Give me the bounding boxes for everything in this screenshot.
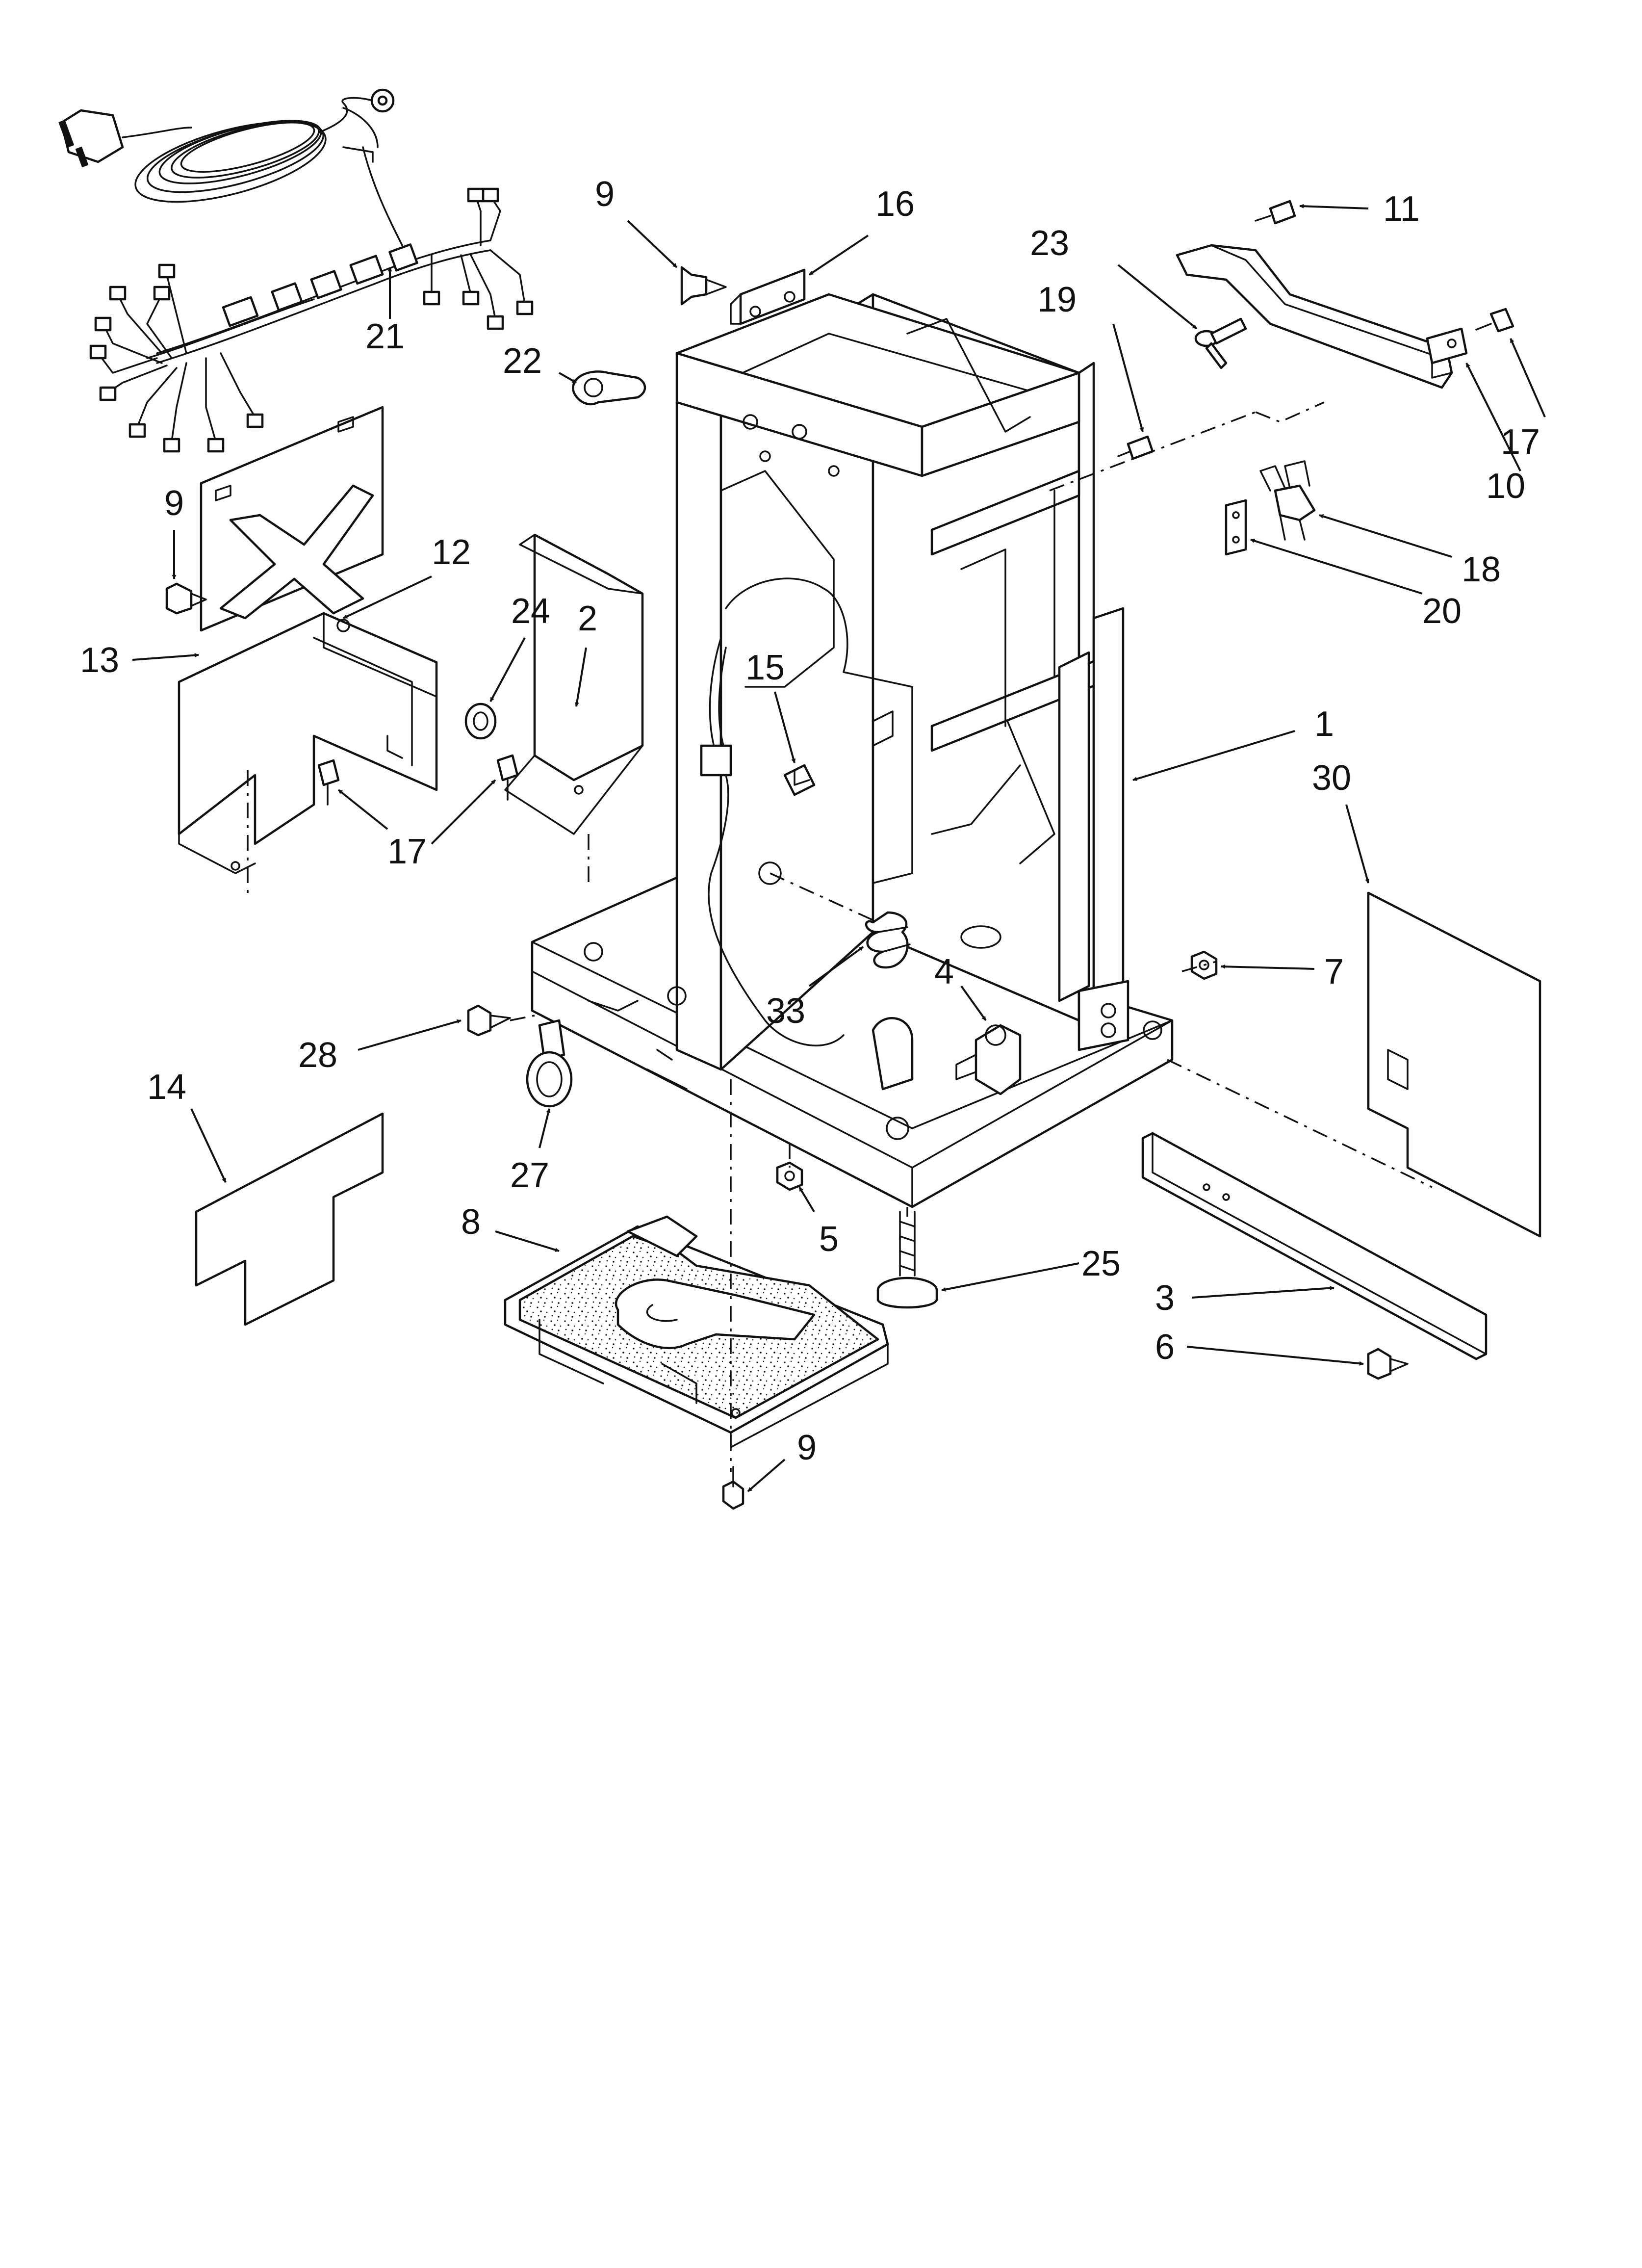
- callout-22: 22: [503, 341, 542, 381]
- callout-8: 8: [461, 1202, 481, 1242]
- callout-6: 6: [1155, 1328, 1175, 1367]
- part-24-grommet: [464, 703, 497, 740]
- callout-13: 13: [80, 641, 119, 680]
- callout-5: 5: [819, 1220, 839, 1259]
- callout-27: 27: [510, 1156, 549, 1195]
- callout-17-left: 17: [387, 832, 427, 871]
- part-1-cabinet-frame: [531, 293, 1174, 1208]
- part-15-connector: [783, 764, 816, 796]
- part-33-spring: [865, 911, 911, 969]
- wire-harness: [89, 146, 534, 453]
- part-16-bracket: [730, 268, 806, 325]
- callout-33: 33: [766, 991, 805, 1031]
- part-4-sensor: [955, 1024, 1022, 1095]
- leader-arrows: [132, 204, 1546, 1492]
- callout-labels: 9 16 11 23 19 17 10 21 22 18 20 9 12 13 …: [80, 175, 1540, 1467]
- screw-11: [1255, 200, 1296, 225]
- callout-21: 21: [365, 317, 405, 356]
- callout-9-left: 9: [164, 484, 184, 523]
- part-27-caster: [526, 1019, 573, 1108]
- part-30-side-panel: [1367, 891, 1541, 1238]
- callout-16: 16: [875, 184, 915, 224]
- callout-12: 12: [432, 533, 471, 572]
- callout-11: 11: [1383, 189, 1420, 229]
- callout-10: 10: [1486, 467, 1525, 506]
- callout-9-top: 9: [595, 175, 615, 214]
- part-12-cover: [178, 612, 438, 898]
- part-20-plate: [1225, 499, 1247, 556]
- callout-2: 2: [578, 599, 597, 638]
- part-13-panel: [200, 406, 384, 632]
- screw-28: [467, 1004, 511, 1037]
- callout-9-bottom: 9: [797, 1428, 817, 1467]
- part-3-rail: [1141, 1132, 1488, 1360]
- screw-17-bracket: [496, 754, 519, 801]
- part-2-bracket: [504, 533, 644, 883]
- screw-9-bottom: [722, 1466, 744, 1510]
- screw-17-right: [1475, 308, 1514, 333]
- part-25-leveling-leg: [876, 1211, 938, 1309]
- callout-20: 20: [1422, 592, 1462, 631]
- callout-28: 28: [298, 1036, 337, 1075]
- screw-19: [1117, 435, 1154, 460]
- callout-4: 4: [934, 952, 954, 991]
- part-10-bracket: [1176, 244, 1468, 389]
- callout-17-right: 17: [1501, 422, 1540, 462]
- callout-7: 7: [1324, 952, 1344, 991]
- callout-19: 19: [1037, 280, 1077, 319]
- screw-6: [1367, 1348, 1409, 1380]
- callout-25: 25: [1081, 1244, 1121, 1283]
- callout-30: 30: [1312, 758, 1351, 798]
- part-5-nut: [776, 1161, 803, 1191]
- screw-17-cover: [317, 759, 340, 806]
- part-22-clip: [572, 370, 646, 406]
- callout-24: 24: [511, 592, 550, 631]
- callout-23: 23: [1030, 224, 1069, 263]
- assembly-lines: [510, 401, 1433, 1472]
- screw-9-top: [680, 266, 727, 306]
- callout-3: 3: [1155, 1278, 1175, 1318]
- screw-9-left: [165, 582, 207, 615]
- part-18-switch: [1259, 460, 1316, 541]
- part-14-panel: [195, 1112, 384, 1326]
- callout-18: 18: [1462, 550, 1501, 589]
- callout-15: 15: [745, 648, 785, 687]
- part-8-base-pan: [504, 1215, 889, 1448]
- callout-14: 14: [147, 1068, 186, 1107]
- power-cord-plug: [58, 109, 192, 168]
- callout-1: 1: [1314, 704, 1334, 744]
- part-23-clip: [1194, 317, 1247, 369]
- power-cord-coil: [134, 88, 395, 203]
